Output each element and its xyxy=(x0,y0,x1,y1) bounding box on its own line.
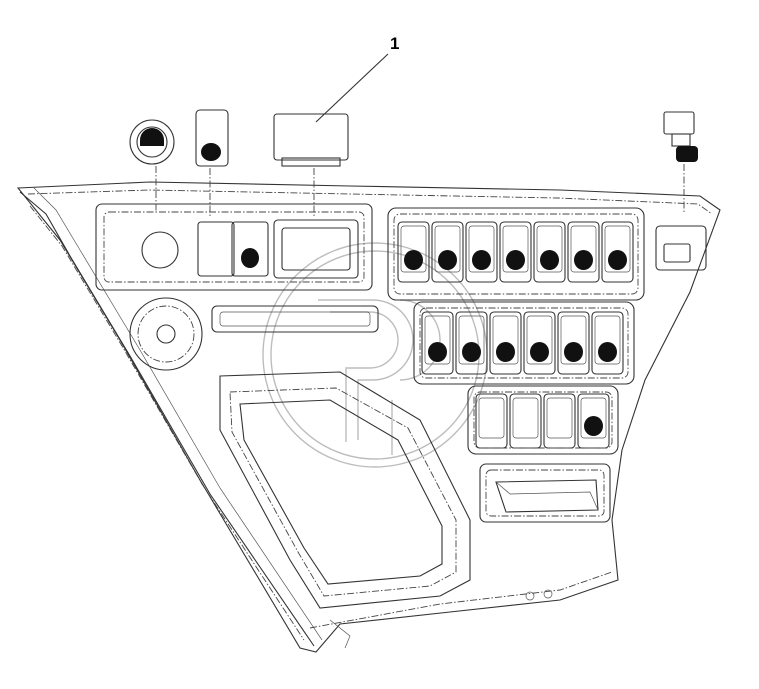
rocker-switch xyxy=(465,221,498,283)
rocker-switch-knob xyxy=(598,342,617,362)
rocker-switch-knob xyxy=(496,342,515,362)
rocker-switch xyxy=(567,221,600,283)
rocker-switch-knob xyxy=(506,250,525,270)
watermark-logo xyxy=(262,242,488,468)
rocker-switch-face xyxy=(560,315,587,365)
switch-row-3 xyxy=(475,393,610,449)
rocker-switch-face xyxy=(526,315,553,365)
rocker-switch-face xyxy=(570,225,597,273)
switch-bezels xyxy=(387,207,645,455)
rocker-switch xyxy=(557,311,590,375)
callout-1: 1 xyxy=(390,34,400,53)
switch-row-2 xyxy=(421,311,624,375)
upper-left-bezel xyxy=(95,203,373,291)
exploded-round-switch xyxy=(129,119,175,212)
display-slot xyxy=(273,219,359,279)
rocker-switch-knob xyxy=(608,250,627,270)
rocker-switch xyxy=(509,393,542,449)
rocker-switch-face xyxy=(468,225,495,273)
rocker-switch xyxy=(431,221,464,283)
rocker-switch-face xyxy=(478,397,505,439)
rocker-switch xyxy=(523,311,556,375)
rocker-switch-knob xyxy=(462,342,481,362)
exploded-rocker-switch xyxy=(195,109,229,218)
rocker-switch-knob xyxy=(584,416,603,436)
rocker-switch xyxy=(591,311,624,375)
rocker-switch-face xyxy=(580,397,607,439)
rocker-switch xyxy=(475,393,508,449)
rocker-switch-knob xyxy=(472,250,491,270)
rocker-switch-knob xyxy=(530,342,549,362)
rocker-switch-face xyxy=(536,225,563,273)
rocker-switch-knob xyxy=(404,250,423,270)
rocker-switch-face xyxy=(604,225,631,273)
rocker-switch xyxy=(397,221,430,283)
rocker-switch xyxy=(499,221,532,283)
exploded-small-switch xyxy=(663,111,698,214)
ashtray xyxy=(479,463,611,523)
panel-body xyxy=(16,181,721,653)
rocker-switch xyxy=(601,221,634,283)
rocker-switch xyxy=(543,393,576,449)
rocker-switch-knob xyxy=(564,342,583,362)
rocker-switch-knob xyxy=(428,342,447,362)
rocker-switch-face xyxy=(492,315,519,365)
rocker-switch-face xyxy=(434,225,461,273)
switch-row-1 xyxy=(397,221,634,283)
rocker-switch-face xyxy=(594,315,621,365)
rocker-switch xyxy=(489,311,522,375)
rocker-switch-face xyxy=(458,315,485,365)
rotary-knob xyxy=(129,297,203,371)
right-switch-slot xyxy=(655,225,707,271)
rocker-switch xyxy=(455,311,488,375)
card-slot xyxy=(211,305,379,333)
rocker-switch-face xyxy=(546,397,573,439)
rocker-switch-knob xyxy=(438,250,457,270)
rocker-switch-face xyxy=(512,397,539,439)
exploded-display-part xyxy=(273,53,389,218)
rocker-switch-face xyxy=(400,225,427,273)
rocker-switch xyxy=(421,311,454,375)
round-switch-slot xyxy=(141,231,179,269)
rocker-switch xyxy=(533,221,566,283)
storage-tray xyxy=(219,371,471,609)
rocker-switch-knob xyxy=(540,250,559,270)
rocker-switch-face xyxy=(424,315,451,365)
rocker-switch-face xyxy=(502,225,529,273)
rocker-switch-knob xyxy=(574,250,593,270)
